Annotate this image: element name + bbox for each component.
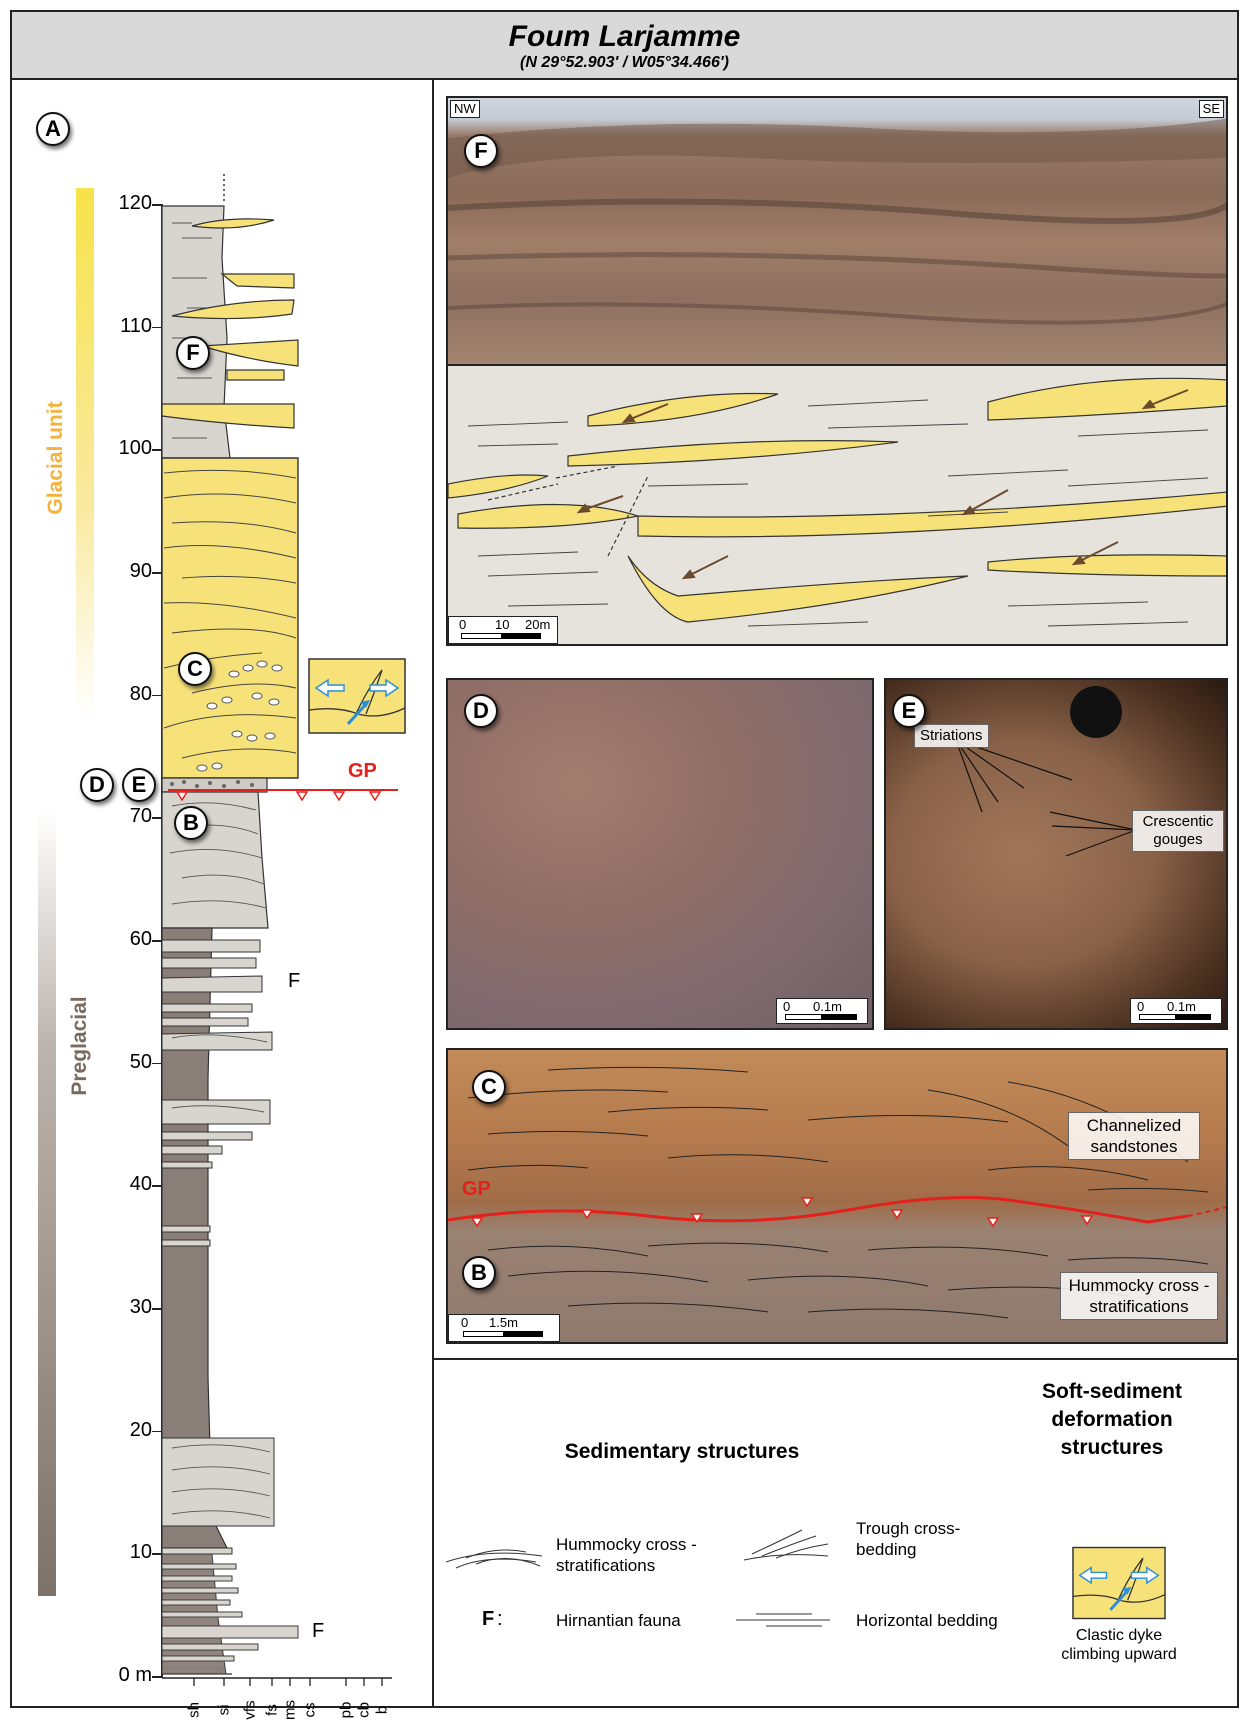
legend-fauna-text: Hirnantian fauna xyxy=(556,1611,681,1630)
photo-label-c: C xyxy=(472,1070,506,1104)
sketch-f-scale: 0 10 20m xyxy=(448,616,558,644)
depth-tick-label: 90 xyxy=(129,560,152,582)
legend-dyke-text: Clastic dyke climbing upward xyxy=(1061,1627,1177,1663)
legend-divider xyxy=(432,1358,1237,1360)
sketch-panel-f: 0 10 20m xyxy=(446,364,1228,646)
panel-label-a: A xyxy=(36,112,70,146)
photo-f-se: SE xyxy=(1198,100,1224,118)
log-marker-b: B xyxy=(174,806,208,840)
header: Foum Larjamme (N 29°52.903' / W05°34.466… xyxy=(12,12,1237,80)
photo-d-scale: 0 0.1m xyxy=(776,998,868,1024)
photo-label-b: B xyxy=(462,1256,496,1290)
hummocky-label: Hummocky cross -stratifications xyxy=(1060,1272,1218,1320)
depth-tick xyxy=(152,1553,162,1555)
legend-fauna-colon: : xyxy=(497,1608,503,1630)
photo-panel-cb: GP Channelized sandstones Hummocky cross… xyxy=(446,1048,1228,1344)
depth-tick-label: 30 xyxy=(129,1296,152,1318)
fauna-mark-lower: F xyxy=(312,1620,325,1642)
photo-label-f: F xyxy=(464,134,498,168)
legend-hummocky-symbol xyxy=(446,1549,543,1569)
log-marker-c: C xyxy=(178,652,212,686)
figure-coordinates: (N 29°52.903' / W05°34.466') xyxy=(520,54,729,71)
legend-sed-title: Sedimentary structures xyxy=(564,1440,800,1463)
depth-tick xyxy=(152,326,162,329)
photo-panel-d: D 0 0.1m xyxy=(446,678,874,1030)
photo-label-e: E xyxy=(892,694,926,728)
depth-tick xyxy=(152,572,162,574)
vertical-divider xyxy=(432,78,434,1706)
legend-hummocky-text: Hummocky cross -stratifications xyxy=(556,1535,697,1575)
log-marker-f: F xyxy=(176,336,210,370)
log-marker-e: E xyxy=(122,768,156,802)
depth-tick xyxy=(152,1308,162,1310)
photo-e-scale: 0 0.1m xyxy=(1130,998,1222,1024)
depth-tick-label: 20 xyxy=(129,1418,152,1441)
legend-trough-symbol xyxy=(743,1529,829,1561)
depth-tick xyxy=(152,817,162,819)
depth-tick xyxy=(152,940,162,942)
photo-label-d: D xyxy=(464,694,498,728)
striations-label: Striations xyxy=(914,724,989,748)
legend-ssd-title: Soft-sediment deformation structures xyxy=(1041,1380,1182,1459)
depth-tick xyxy=(152,204,162,206)
depth-tick-label: 110 xyxy=(120,314,152,337)
legend-fauna-key: F xyxy=(482,1608,495,1630)
depth-tick-label: 0 m xyxy=(118,1664,152,1686)
gp-label-photo: GP xyxy=(462,1178,491,1200)
depth-tick xyxy=(152,449,162,451)
gp-label: GP xyxy=(348,760,377,782)
depth-tick xyxy=(152,1676,162,1678)
depth-tick-label: 40 xyxy=(129,1173,152,1196)
photo-panel-f: NW SE F xyxy=(446,96,1228,366)
legend-trough-text: Trough cross- bedding xyxy=(856,1519,961,1559)
depth-tick xyxy=(152,694,162,697)
depth-tick-label: 10 xyxy=(129,1541,152,1564)
depth-tick-label: 50 xyxy=(129,1050,152,1073)
depth-tick-label: 80 xyxy=(129,682,152,705)
log-column xyxy=(161,174,398,1686)
photo-panel-e: Striations Crescentic gouges E 0 0.1m xyxy=(884,678,1228,1030)
depth-tick xyxy=(152,1430,162,1433)
depth-tick xyxy=(152,1185,162,1187)
depth-tick-label: 70 xyxy=(129,805,152,828)
photo-cb-scale: 0 1.5m xyxy=(448,1314,560,1342)
legend-horizontal-symbol xyxy=(736,1613,830,1627)
fauna-mark-upper: F xyxy=(288,970,301,992)
depth-tick xyxy=(152,1062,162,1065)
crescentic-gouges-label: Crescentic gouges xyxy=(1132,810,1224,852)
photo-f-nw: NW xyxy=(450,100,480,118)
preglacial-bar xyxy=(38,810,56,1596)
legend-dyke-icon xyxy=(1072,1546,1166,1620)
figure-frame: Foum Larjamme (N 29°52.903' / W05°34.466… xyxy=(10,10,1239,1720)
log-marker-d: D xyxy=(80,768,114,802)
legend-horizontal-text: Horizontal bedding xyxy=(856,1611,998,1630)
depth-tick-label: 120 xyxy=(118,192,152,214)
figure-title: Foum Larjamme xyxy=(508,20,741,53)
depth-tick-label: 60 xyxy=(129,928,152,950)
channelized-label: Channelized sandstones xyxy=(1068,1112,1200,1160)
clastic-dyke-icon xyxy=(308,658,406,734)
depth-tick-label: 100 xyxy=(118,437,152,460)
glacial-unit-bar xyxy=(76,188,94,718)
lens-cap xyxy=(1070,686,1122,738)
